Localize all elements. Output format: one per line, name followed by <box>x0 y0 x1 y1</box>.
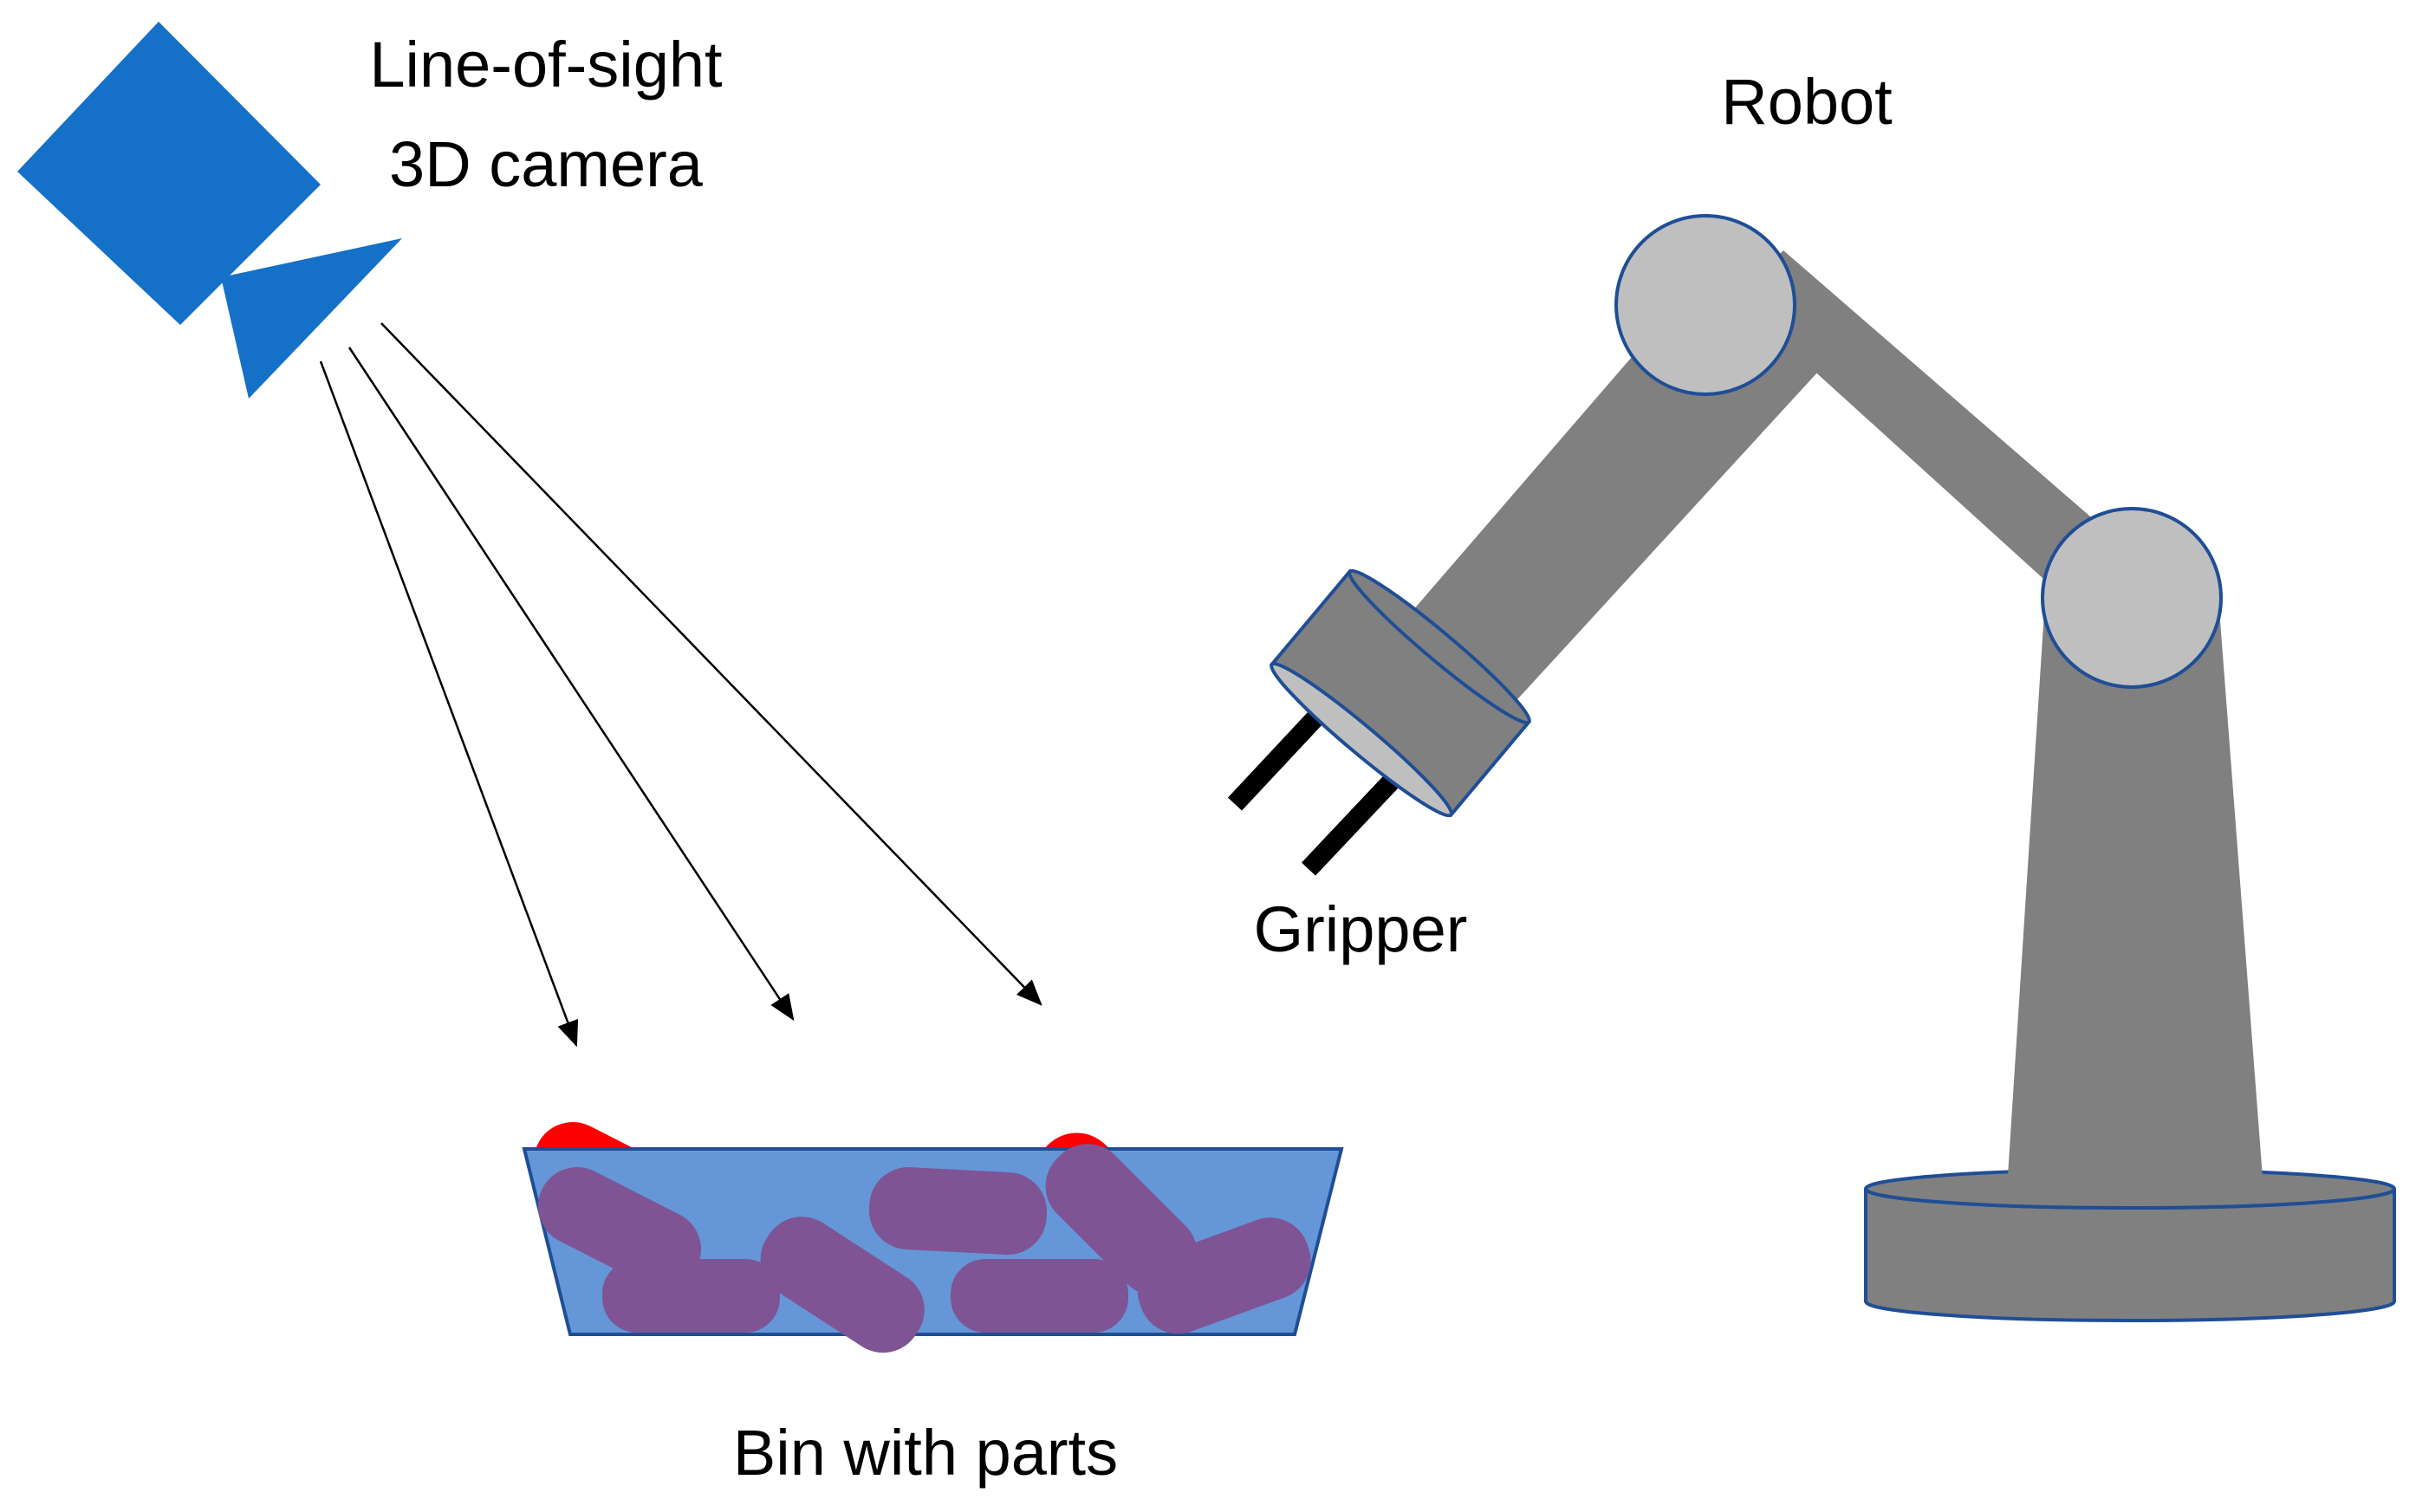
part <box>1137 1217 1311 1334</box>
camera-rays <box>319 322 1042 1048</box>
camera-ray <box>380 322 1042 1006</box>
camera-label-line1: Line-of-sight <box>369 29 723 101</box>
camera-body <box>17 22 321 325</box>
robot-elbow-joint <box>2041 507 2223 689</box>
robot-forearm-link <box>1363 275 1818 771</box>
camera-lens <box>221 238 402 399</box>
part <box>868 1167 1048 1256</box>
robot-upper-link-shape <box>1735 250 2162 638</box>
robot-arm-icon <box>1363 214 2396 1322</box>
gripper-icon <box>1227 568 1532 876</box>
robot-pillar <box>2007 598 2263 1189</box>
camera-icon <box>17 22 402 399</box>
robot-shoulder-joint <box>1614 214 1796 396</box>
gripper-label: Gripper <box>1254 893 1468 965</box>
camera-ray <box>319 360 579 1048</box>
robot-label: Robot <box>1721 66 1893 138</box>
part <box>537 1167 702 1288</box>
gripper-wrist <box>1269 568 1532 818</box>
camera-ray <box>347 347 795 1022</box>
bin <box>522 1144 1344 1353</box>
wrist-cap-far <box>1348 568 1531 725</box>
part <box>602 1259 780 1333</box>
part <box>760 1217 925 1353</box>
bin-label: Bin with parts <box>733 1417 1118 1489</box>
part <box>951 1259 1128 1333</box>
wrist-cap-near <box>1270 661 1453 818</box>
camera-label-line2: 3D camera <box>389 128 704 200</box>
